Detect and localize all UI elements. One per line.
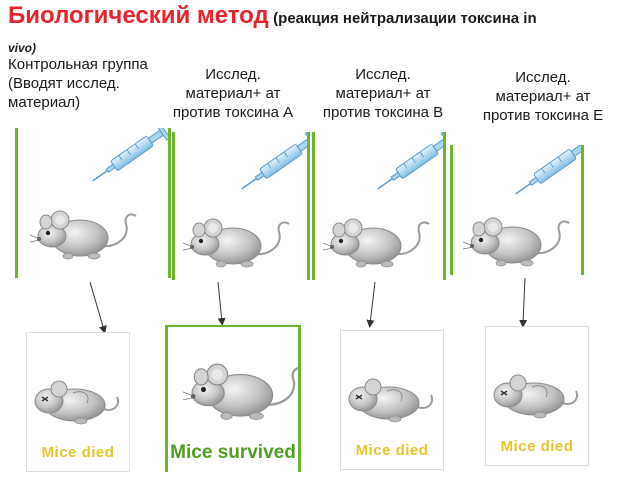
panel-toxin-b-injection <box>312 132 446 280</box>
dead-mouse-icon <box>493 374 579 419</box>
panel-toxin-e-result: Mice died <box>485 326 589 466</box>
dead-mouse-icon <box>348 378 434 423</box>
arrow-icon <box>217 281 226 326</box>
label-control-group: Контрольная группа (Вводят исслед. матер… <box>8 56 148 111</box>
panel-toxin-e-injection <box>450 145 584 275</box>
result-text: Mice survived <box>170 442 296 463</box>
result-text: Mice died <box>500 438 574 455</box>
panel-control-result: Mice died <box>26 332 130 472</box>
panel-toxin-a-injection <box>172 132 310 280</box>
label-toxin-a: Исслед. материал+ ат против токсина A <box>172 66 294 121</box>
title-subtitle: (реакция нейтрализации токсина in <box>273 10 537 27</box>
title-continuation: vivo) <box>8 41 37 55</box>
panel-toxin-b-result: Mice died <box>340 330 444 470</box>
panel-control-injection <box>15 128 171 278</box>
mouse-icon <box>181 363 298 421</box>
dead-mouse-icon <box>34 380 120 425</box>
label-toxin-e: Исслед. материал+ ат против токсина E <box>482 69 604 124</box>
label-toxin-b: Исслед. материал+ ат против токсина B <box>322 66 444 121</box>
result-text: Mice died <box>41 444 115 461</box>
result-text: Mice died <box>355 442 429 459</box>
arrow-icon <box>366 281 376 328</box>
panel-toxin-a-result: Mice survived <box>165 325 301 472</box>
arrow-icon <box>519 277 528 328</box>
arrow-icon <box>89 281 107 334</box>
title-main: Биологический метод <box>8 2 269 29</box>
slide-title: Биологический метод (реакция нейтрализац… <box>8 2 537 30</box>
